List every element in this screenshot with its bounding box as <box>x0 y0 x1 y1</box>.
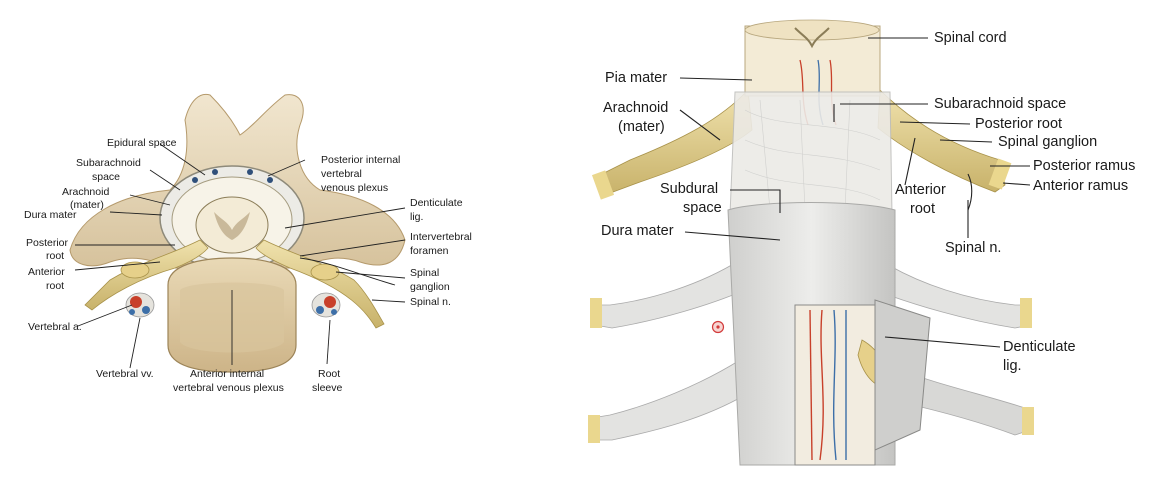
reflected-dura-flap <box>874 299 931 451</box>
label-vertebral-vv: Vertebral vv. <box>96 368 154 380</box>
label-spinal-ganglion: Spinal ganglion <box>998 134 1097 150</box>
label-arachnoid-1: Arachnoid <box>603 100 668 116</box>
label-denticulate-2: lig. <box>1003 358 1022 374</box>
label-anterior-root-2: root <box>910 201 935 217</box>
label-interv-foramen-1: Intervertebral <box>410 231 472 243</box>
left-spinal-ganglion <box>120 261 150 279</box>
label-arachnoid-2: (mater) <box>618 119 665 135</box>
label-root-sleeve-1: Root <box>318 368 340 380</box>
label-posterior-plexus-1: Posterior internal <box>321 154 400 166</box>
label-spinal-n: Spinal n. <box>410 296 451 308</box>
label-spinal-n: Spinal n. <box>945 240 1001 256</box>
label-denticulate-2: lig. <box>410 211 423 223</box>
label-posterior-root-1: Posterior <box>26 237 69 249</box>
label-epidural-space: Epidural space <box>107 137 177 149</box>
label-root-sleeve-2: sleeve <box>312 382 343 394</box>
label-anterior-root-1: Anterior <box>895 182 946 198</box>
label-posterior-plexus-2: vertebral <box>321 168 362 180</box>
label-anterior-root-2: root <box>46 280 64 292</box>
label-subdural-1: Subdural <box>660 181 718 197</box>
label-posterior-root: Posterior root <box>975 116 1062 132</box>
label-posterior-plexus-3: venous plexus <box>321 182 388 194</box>
right-labels: Spinal cord Pia mater Arachnoid (mater) … <box>601 30 1135 374</box>
label-arachnoid-2: (mater) <box>70 199 104 211</box>
label-anterior-plexus-2: vertebral venous plexus <box>173 382 284 394</box>
label-interv-foramen-2: foramen <box>410 245 449 257</box>
left-leader-lines <box>74 143 406 369</box>
label-denticulate-1: Denticulate <box>1003 339 1076 355</box>
arachnoid-texture <box>744 99 881 211</box>
label-anterior-ramus: Anterior ramus <box>1033 178 1128 194</box>
label-arachnoid-1: Arachnoid <box>62 186 109 198</box>
left-transverse-section: Epidural space Subarachnoid space Arachn… <box>24 93 472 394</box>
label-vertebral-a: Vertebral a. <box>28 321 82 333</box>
left-labels: Epidural space Subarachnoid space Arachn… <box>24 137 472 394</box>
label-spinal-ganglion-2: ganglion <box>410 281 450 293</box>
label-denticulate-1: Denticulate <box>410 197 463 209</box>
label-subarachnoid-2: space <box>92 171 120 183</box>
label-subarachnoid-space: Subarachnoid space <box>934 96 1066 112</box>
left-vertebral-vessels <box>125 292 155 318</box>
gray-matter <box>214 212 250 240</box>
label-posterior-ramus: Posterior ramus <box>1033 158 1135 174</box>
label-spinal-cord: Spinal cord <box>934 30 1007 46</box>
label-spinal-ganglion-1: Spinal <box>410 267 439 279</box>
right-vertebral-vessels <box>311 292 341 318</box>
spinal-cord-section <box>195 196 269 254</box>
right-leader-lines <box>679 37 1031 348</box>
right-posterior-view: Spinal cord Pia mater Arachnoid (mater) … <box>588 19 1135 466</box>
label-pia-mater: Pia mater <box>605 70 667 86</box>
label-dura-mater: Dura mater <box>24 209 77 221</box>
spinal-nerve-branches <box>588 89 1034 443</box>
label-anterior-root-1: Anterior <box>28 266 65 278</box>
label-subarachnoid-1: Subarachnoid <box>76 157 141 169</box>
window-vessels <box>809 309 847 461</box>
arachnoid-sleeve <box>729 91 893 216</box>
label-subdural-2: space <box>683 200 722 216</box>
label-posterior-root-2: root <box>46 250 64 262</box>
cursor-marker <box>711 320 725 334</box>
label-anterior-plexus-1: Anterior internal <box>190 368 264 380</box>
label-dura-mater: Dura mater <box>601 223 674 239</box>
